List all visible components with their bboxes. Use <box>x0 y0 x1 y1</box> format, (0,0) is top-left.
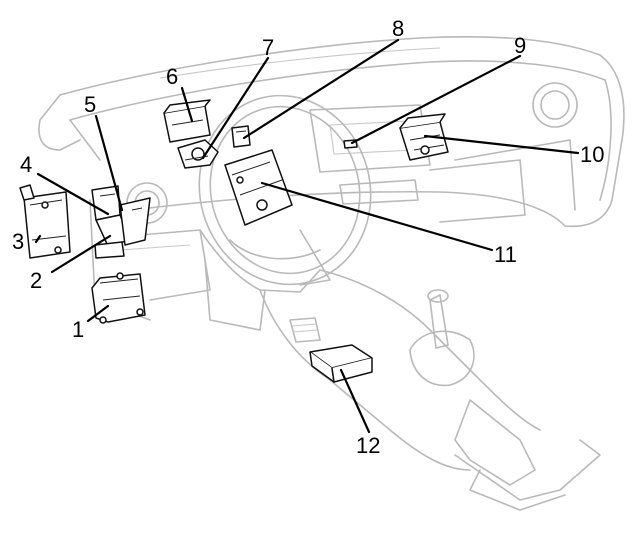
callout-10: 10 <box>580 142 604 167</box>
callout-3: 3 <box>12 229 24 254</box>
leader-1 <box>86 304 110 323</box>
callout-6: 6 <box>166 64 178 89</box>
leader-6 <box>180 86 194 123</box>
part-1-module <box>91 272 146 324</box>
callout-9: 9 <box>514 33 526 58</box>
part-10-module <box>399 113 449 161</box>
leader-2 <box>50 234 112 274</box>
leader-9 <box>350 54 522 145</box>
leader-7 <box>201 56 270 160</box>
callout-12: 12 <box>356 433 380 458</box>
callout-8: 8 <box>392 16 404 41</box>
callout-labels: 1 2 3 4 5 6 7 8 9 10 11 12 <box>12 16 604 458</box>
part-8-relay <box>231 125 251 148</box>
callout-11: 11 <box>494 242 517 267</box>
part-12-module <box>309 344 373 383</box>
callout-2: 2 <box>30 268 42 293</box>
part-11-airbag-module <box>224 149 293 226</box>
callout-7: 7 <box>262 35 274 60</box>
callout-4: 4 <box>20 152 32 177</box>
leader-10 <box>423 134 580 155</box>
leader-5 <box>94 114 124 212</box>
leader-12 <box>339 368 371 434</box>
part-7-sensor <box>177 139 219 169</box>
callout-5: 5 <box>84 92 96 117</box>
leader-11 <box>260 181 494 252</box>
leader-4 <box>36 172 110 216</box>
callout-1: 1 <box>72 317 84 342</box>
part-3-4-module <box>19 184 71 259</box>
leader-3 <box>34 234 42 244</box>
part-2-5-bracket <box>91 185 151 259</box>
leader-8 <box>242 38 400 140</box>
leader-lines <box>34 38 580 434</box>
dashboard-outline <box>38 35 625 511</box>
